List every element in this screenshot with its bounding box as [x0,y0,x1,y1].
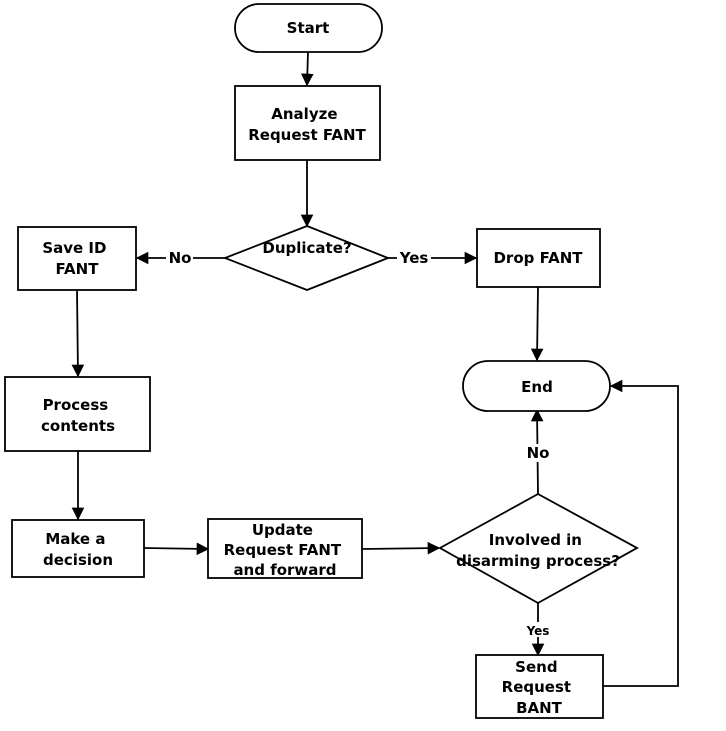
edge-start-analyze [301,51,314,87]
yes-involved-bg [524,622,552,637]
end-label: End [521,378,553,396]
analyze-box [234,85,381,161]
process-box [4,376,151,452]
edge-label-yes-involved: Yes [526,624,550,638]
update-box [207,518,363,579]
involved-diamond [438,492,639,605]
send-box [475,654,604,719]
no-involved-bg [524,444,552,462]
edges [71,51,679,687]
drop-label: Drop FANT [493,249,583,267]
involved-label: Involved in disarming process? [456,531,620,570]
decision-label: Make a decision [43,530,113,569]
drop-box [476,228,601,288]
edge-save-process [71,289,85,378]
process-label: Process contents [41,396,115,435]
edge-label-no-duplicate: No [169,249,192,267]
save-box [17,226,137,291]
edge-label-yes-duplicate: Yes [399,249,429,267]
save-label: Save ID FANT [42,239,111,278]
end-terminal [462,360,611,412]
yes-dup-bg [397,249,431,267]
start-terminal [234,3,383,53]
send-label: Send Request BANT [502,658,577,717]
edge-send-end [603,379,679,687]
decision-box [11,519,145,578]
start-label: Start [287,19,330,37]
duplicate-diamond [222,225,391,291]
edge-decision-update [143,542,210,556]
edge-drop-end [530,286,544,362]
no-dup-bg [166,249,193,267]
update-label: Update Request FANT and forward [224,521,347,579]
analyze-label: Analyze Request FANT [248,105,366,144]
edge-update-involved [361,541,441,555]
duplicate-label: Duplicate? [262,239,351,257]
edge-label-no-involved: No [527,444,550,462]
